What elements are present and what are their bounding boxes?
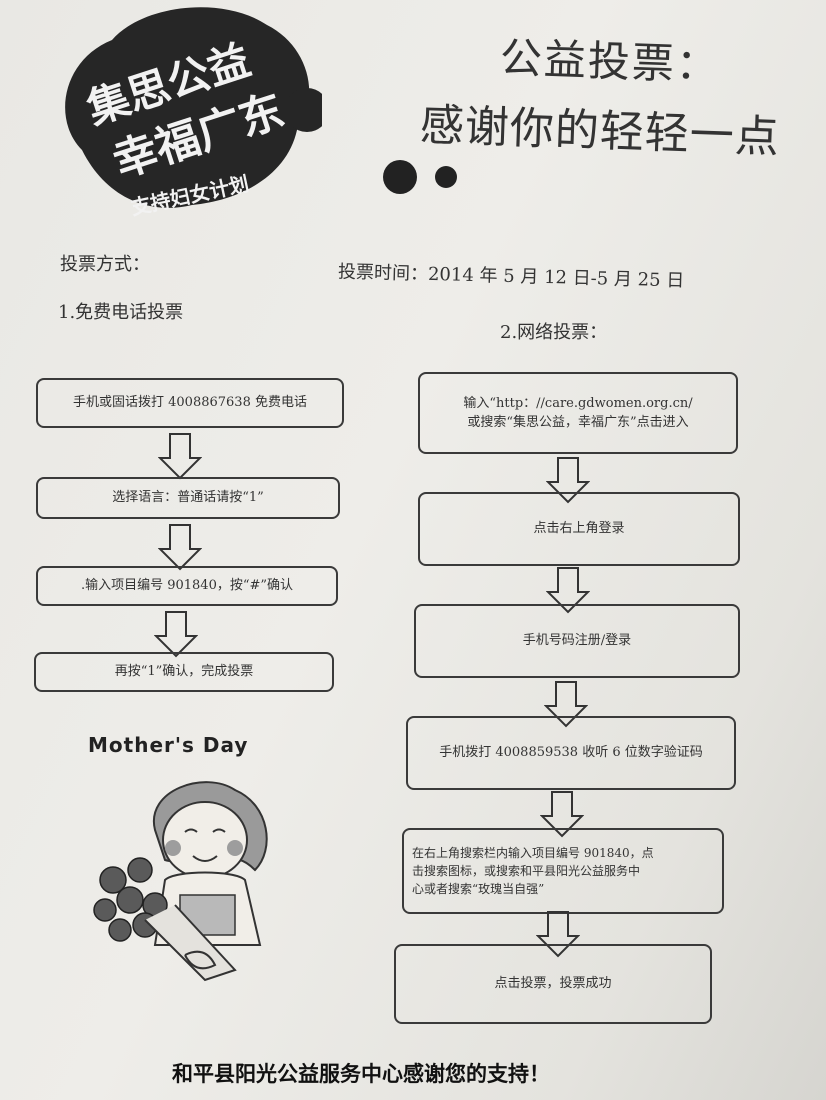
decor-dot-large	[383, 160, 417, 194]
footer-thanks: 和平县阳光公益服务中心感谢您的支持！	[172, 1062, 550, 1086]
web-step-3: 手机号码注册/登录	[414, 604, 740, 678]
web-step-5: 在右上角搜索栏内输入项目编号 901840，点 击搜索图标，或搜索和平县阳光公益…	[402, 828, 724, 914]
page-title-line1: 公益投票：	[499, 33, 721, 90]
decor-dot-small	[435, 166, 457, 188]
phone-step-2: 选择语言：普通话请按“1”	[36, 477, 340, 519]
vote-method-label: 投票方式：	[60, 254, 150, 275]
mothers-day-text: Mother's Day	[88, 733, 249, 757]
page-title-line2: 感谢你的轻轻一点	[419, 99, 781, 164]
phone-step-3: .输入项目编号 901840，按“#”确认	[36, 566, 338, 606]
vote-time: 投票时间：2014 年 5 月 12 日-5 月 25 日	[337, 261, 685, 292]
web-step-4: 手机拨打 4008859538 收听 6 位数字验证码	[406, 716, 736, 790]
mother-illustration	[85, 770, 325, 1010]
web-step-6: 点击投票，投票成功	[394, 944, 712, 1024]
down-arrow-icon	[157, 432, 203, 480]
down-arrow-icon	[535, 910, 581, 958]
down-arrow-icon	[157, 523, 203, 571]
down-arrow-icon	[539, 790, 585, 838]
phone-step-1: 手机或固话拨打 4008867638 免费电话	[36, 378, 344, 428]
down-arrow-icon	[545, 566, 591, 614]
web-step-2: 点击右上角登录	[418, 492, 740, 566]
campaign-logo: 集思公益 幸福广东 支持妇女计划	[52, 0, 366, 230]
phone-step-4: 再按“1”确认，完成投票	[34, 652, 334, 692]
down-arrow-icon	[153, 610, 199, 658]
phone-vote-heading: 1.免费电话投票	[58, 302, 184, 323]
web-step-1: 输入“http：//care.gdwomen.org.cn/ 或搜索“集思公益，…	[418, 372, 738, 454]
web-vote-heading: 2.网络投票：	[500, 322, 608, 343]
